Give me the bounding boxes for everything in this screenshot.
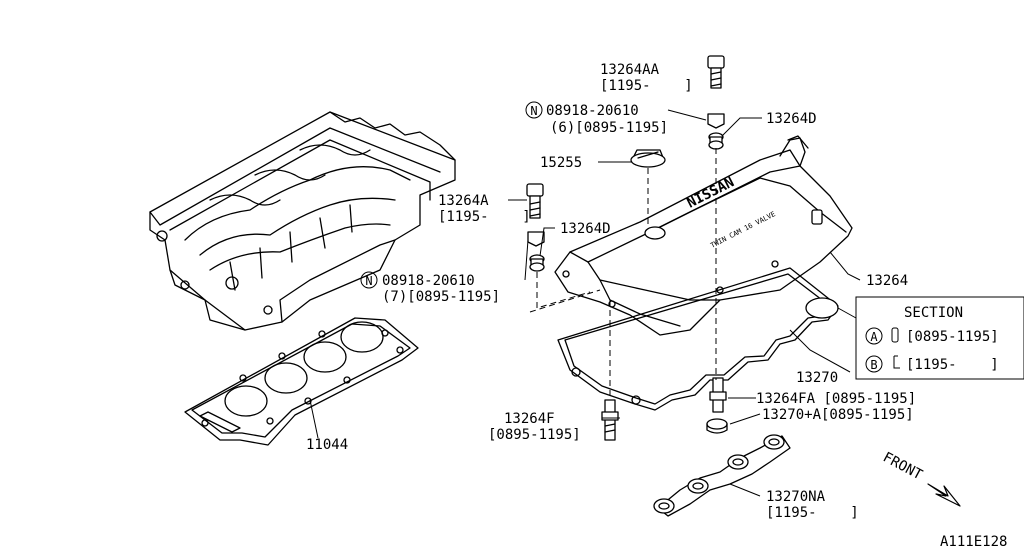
- label-13264AA-bracket: [1195- ]: [600, 78, 693, 94]
- label-08918-upper: 08918-20610: [546, 103, 639, 119]
- n-symbol-icon: [360, 271, 378, 289]
- callout-08918-upper[interactable]: N 08918-20610 (6)[0895-1195]: [525, 101, 668, 136]
- head-gasket-drawing: [184, 317, 419, 446]
- callout-13264[interactable]: 13264: [866, 273, 908, 289]
- label-13264D-lower: 13264D: [560, 221, 611, 237]
- plug-seal-13270NA: [653, 434, 791, 517]
- label-15255: 15255: [540, 155, 582, 171]
- section-row-a: A [0895-1195]: [865, 327, 999, 345]
- stud-13264FA: [709, 377, 727, 413]
- front-label: FRONT: [880, 449, 925, 483]
- callout-15255[interactable]: 15255: [540, 155, 582, 171]
- label-08918-lower: 08918-20610: [382, 273, 475, 289]
- seal-13270A: [706, 418, 728, 434]
- label-13264: 13264: [866, 273, 908, 289]
- label-13264AA: 13264AA: [600, 62, 660, 78]
- section-legend-box: [855, 296, 1024, 380]
- section-a-symbol-icon: [865, 327, 883, 345]
- section-a-symbol: A: [870, 330, 878, 344]
- front-arrow-icon: [927, 483, 961, 507]
- callout-13264A[interactable]: 13264A [1195- ]: [438, 193, 531, 225]
- nut-08918-upper: [707, 113, 725, 129]
- callout-13264F[interactable]: 13264F [0895-1195]: [488, 411, 581, 443]
- washer-13264D-upper: [708, 132, 724, 150]
- section-legend-title: SECTION: [904, 305, 963, 321]
- cylinder-head-drawing: [149, 111, 456, 331]
- section-legend: SECTION A [0895-1195] B [1195- ]: [855, 296, 1024, 380]
- diagram-code: A111E128: [940, 534, 1007, 550]
- label-13264A-bracket: [1195- ]: [438, 209, 531, 225]
- section-b-range: [1195- ]: [906, 357, 999, 373]
- callout-13264AA[interactable]: 13264AA [1195- ]: [600, 62, 693, 94]
- label-13270NA-bracket: [1195- ]: [766, 505, 859, 521]
- callout-11044[interactable]: 11044: [306, 437, 348, 453]
- front-indicator: FRONT: [880, 449, 961, 507]
- callout-13270NA[interactable]: 13270NA [1195- ]: [766, 489, 859, 521]
- callout-08918-lower[interactable]: N 08918-20610 (7)[0895-1195]: [360, 271, 500, 305]
- callout-13264FA[interactable]: 13264FA [0895-1195]: [756, 391, 916, 407]
- label-13264F-bracket: [0895-1195]: [488, 427, 581, 443]
- label-13264FA: 13264FA [0895-1195]: [756, 391, 916, 407]
- leader-lines: [309, 109, 861, 497]
- label-13270A: 13270+A[0895-1195]: [762, 407, 914, 423]
- label-13264F: 13264F: [504, 411, 555, 427]
- washer-stepped-icon: [893, 355, 900, 369]
- cover-subtitle-text: TWIN CAM 16 VALVE: [709, 210, 776, 250]
- callout-13264D-upper[interactable]: 13264D: [766, 111, 817, 127]
- bolt-13264AA: [707, 55, 725, 89]
- label-13264A: 13264A: [438, 193, 489, 209]
- section-b-symbol-icon: [865, 355, 883, 373]
- n-symbol-icon: [525, 101, 543, 119]
- callout-13270[interactable]: 13270: [796, 370, 838, 386]
- section-row-b: B [1195- ]: [865, 355, 999, 373]
- label-08918-upper-qty: (6)[0895-1195]: [550, 120, 668, 136]
- section-b-symbol: B: [870, 358, 877, 372]
- callout-13264D-lower[interactable]: 13264D: [560, 221, 611, 237]
- washer-13264D-lower: [529, 254, 545, 272]
- label-13270: 13270: [796, 370, 838, 386]
- label-13270NA: 13270NA: [766, 489, 826, 505]
- rocker-gasket-drawing: [557, 267, 839, 411]
- n-symbol-text: N: [530, 104, 537, 118]
- bolt-13264A: [526, 183, 544, 219]
- label-13264D-upper: 13264D: [766, 111, 817, 127]
- washer-thin-icon: [891, 327, 899, 343]
- label-11044: 11044: [306, 437, 348, 453]
- oil-filler-cap-15255: [630, 149, 666, 168]
- assembly-lines: [529, 148, 717, 400]
- n-symbol-text: N: [365, 274, 372, 288]
- section-a-range: [0895-1195]: [906, 329, 999, 345]
- stud-13264F: [601, 399, 619, 441]
- label-08918-lower-qty: (7)[0895-1195]: [382, 289, 500, 305]
- callout-13270A[interactable]: 13270+A[0895-1195]: [762, 407, 914, 423]
